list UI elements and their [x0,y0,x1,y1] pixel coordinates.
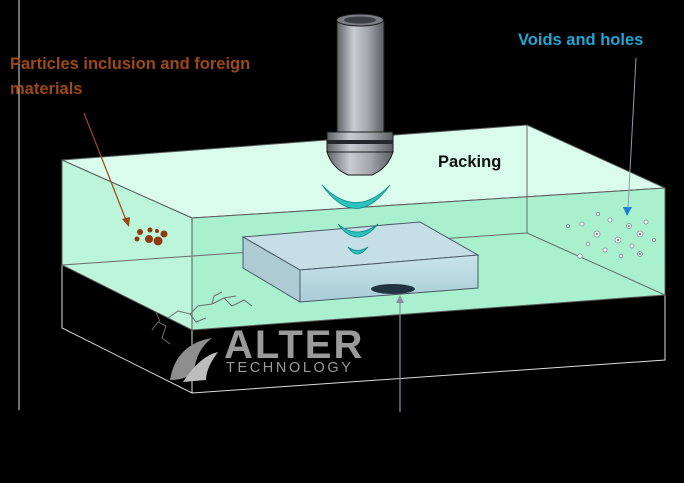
particles-label: Particles inclusion and foreign material… [10,52,250,102]
voids-pointer-line [627,57,637,209]
logo-name: ALTER [224,323,365,367]
particles-label-line1: Particles inclusion and foreign [10,55,251,73]
packing-label: Packing [438,153,502,171]
logo-subtitle: TECHNOLOGY [226,360,354,376]
die-defect-ellipse [371,284,415,294]
voids-centers [596,225,641,255]
particles-pointer-line [83,112,127,221]
transducer [326,13,394,176]
particles-inclusion [134,227,168,246]
crack-marks [151,291,253,345]
acoustic-waves [321,184,391,255]
voids-cluster [566,211,657,259]
logo-swoosh-icon [170,338,218,382]
voids-pointer-arrow [623,207,632,216]
particles-label-line2: materials [10,80,83,98]
particles-pointer-arrow [122,217,130,227]
voids-label: Voids and holes [518,31,644,49]
die-block [241,221,480,303]
defect-pointer-arrow [396,295,404,303]
